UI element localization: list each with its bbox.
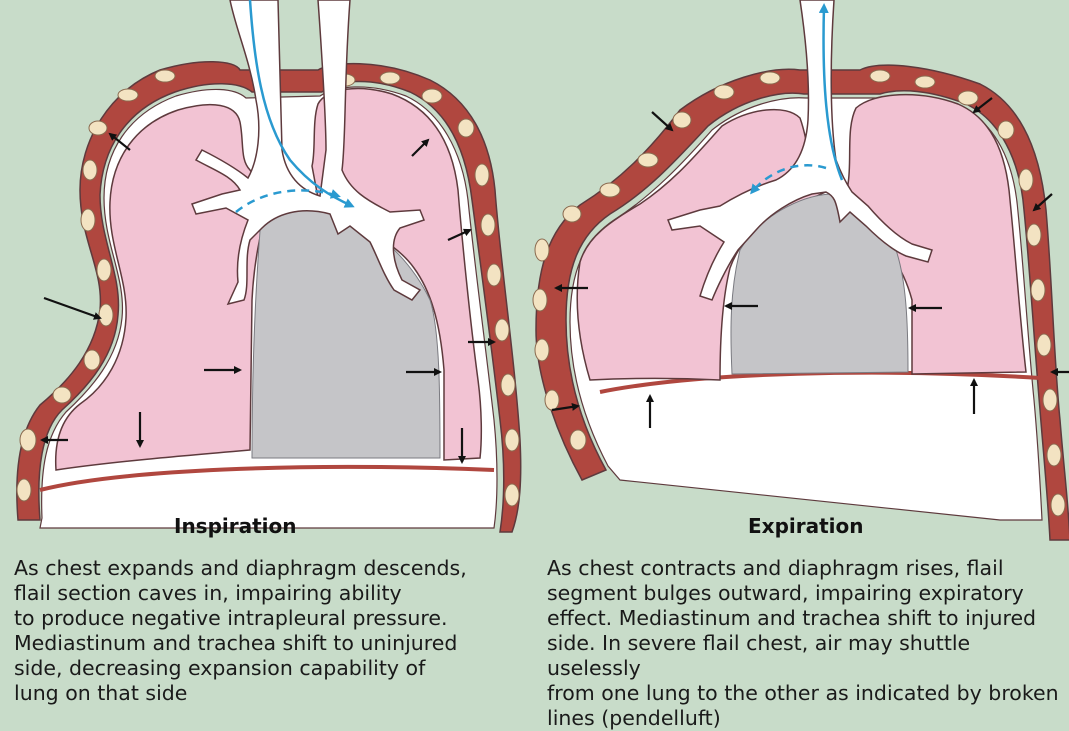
expiration-description: As chest contracts and diaphragm rises, …	[547, 556, 1069, 731]
expiration-diagram	[533, 0, 1069, 540]
inspiration-description: As chest expands and diaphragm descends,…	[14, 556, 534, 706]
expiration-title: Expiration	[748, 514, 864, 538]
inspiration-diagram	[17, 0, 521, 532]
inspiration-title: Inspiration	[174, 514, 297, 538]
